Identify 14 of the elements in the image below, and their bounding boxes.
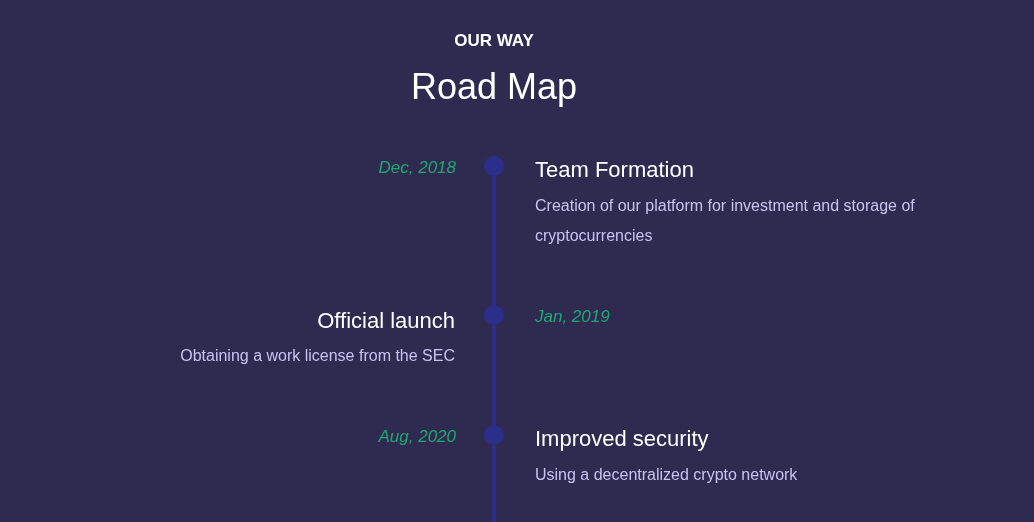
milestone-date: Aug, 2020 xyxy=(378,426,456,448)
timeline-line xyxy=(492,445,496,522)
milestone-heading: Team Formation xyxy=(535,156,694,184)
milestone-description: Creation of our platform for investment and storage of cryptocurrencies xyxy=(535,196,916,246)
timeline-line xyxy=(492,176,496,305)
milestone-heading: Official launch xyxy=(317,307,455,335)
milestone-date: Jan, 2019 xyxy=(535,306,610,328)
page-title: Road Map xyxy=(409,65,579,109)
section-eyebrow: OUR WAY xyxy=(453,30,535,52)
timeline-line xyxy=(492,325,496,425)
milestone-date: Dec, 2018 xyxy=(378,157,456,179)
milestone-heading: Improved security xyxy=(535,425,709,453)
milestone-description: Using a decentralized crypto network xyxy=(535,465,799,485)
milestone-description: Obtaining a work license from the SEC xyxy=(179,346,455,366)
